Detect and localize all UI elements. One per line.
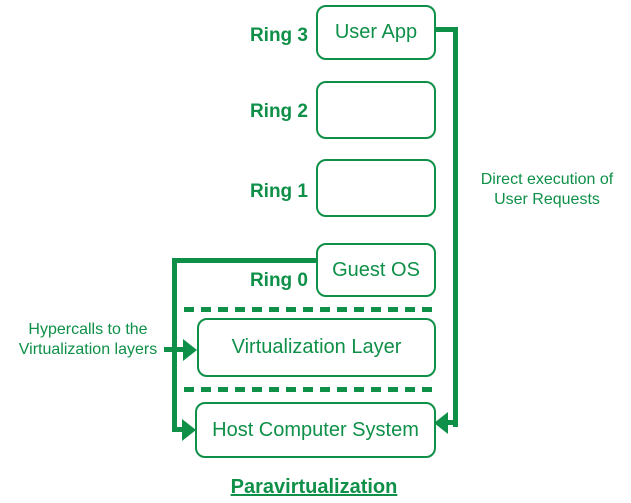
arrowhead-into-host-left-icon — [182, 419, 196, 441]
ring0-separator-dashed-line — [184, 307, 433, 312]
ring3-label: Ring 3 — [249, 25, 308, 46]
hypercall-arrow-shaft — [164, 347, 184, 352]
ring2-label: Ring 2 — [249, 101, 308, 122]
user-app-box-label: User App — [334, 21, 418, 43]
hypercalls-annotation-line1: Hypercalls to the — [28, 321, 148, 338]
guest-os-connector-line — [172, 258, 316, 263]
host-computer-system-box: Host Computer System — [195, 402, 436, 458]
direct-execution-annotation-line2: User Requests — [494, 191, 600, 208]
guest-os-box: Guest OS — [316, 243, 436, 297]
user-app-box: User App — [316, 5, 436, 60]
host-right-arrow-shaft — [446, 420, 458, 425]
diagram-title: Paravirtualization — [230, 476, 398, 498]
arrowhead-into-virtualization-layer-icon — [183, 339, 197, 361]
hypercalls-annotation: Hypercalls to the Virtualization layers — [2, 320, 174, 360]
arrowhead-into-host-right-icon — [434, 412, 448, 434]
virtualization-layer-box: Virtualization Layer — [197, 318, 436, 377]
ring2-box — [316, 81, 436, 139]
user-app-connector-line — [436, 27, 458, 32]
direct-execution-vertical-line — [453, 27, 458, 427]
virtualization-layer-box-label: Virtualization Layer — [231, 336, 402, 358]
ring1-label: Ring 1 — [249, 181, 308, 202]
ring0-label: Ring 0 — [249, 270, 308, 291]
direct-execution-annotation: Direct execution of User Requests — [466, 170, 628, 210]
host-left-arrow-shaft — [172, 427, 184, 432]
host-computer-system-box-label: Host Computer System — [212, 418, 419, 441]
hypercalls-annotation-line2: Virtualization layers — [18, 341, 158, 358]
direct-execution-annotation-line1: Direct execution of — [480, 171, 614, 188]
guest-os-box-label: Guest OS — [332, 258, 420, 281]
hypercall-vertical-line — [172, 258, 177, 432]
ring1-box — [316, 159, 436, 217]
virtualization-separator-dashed-line — [184, 387, 433, 392]
